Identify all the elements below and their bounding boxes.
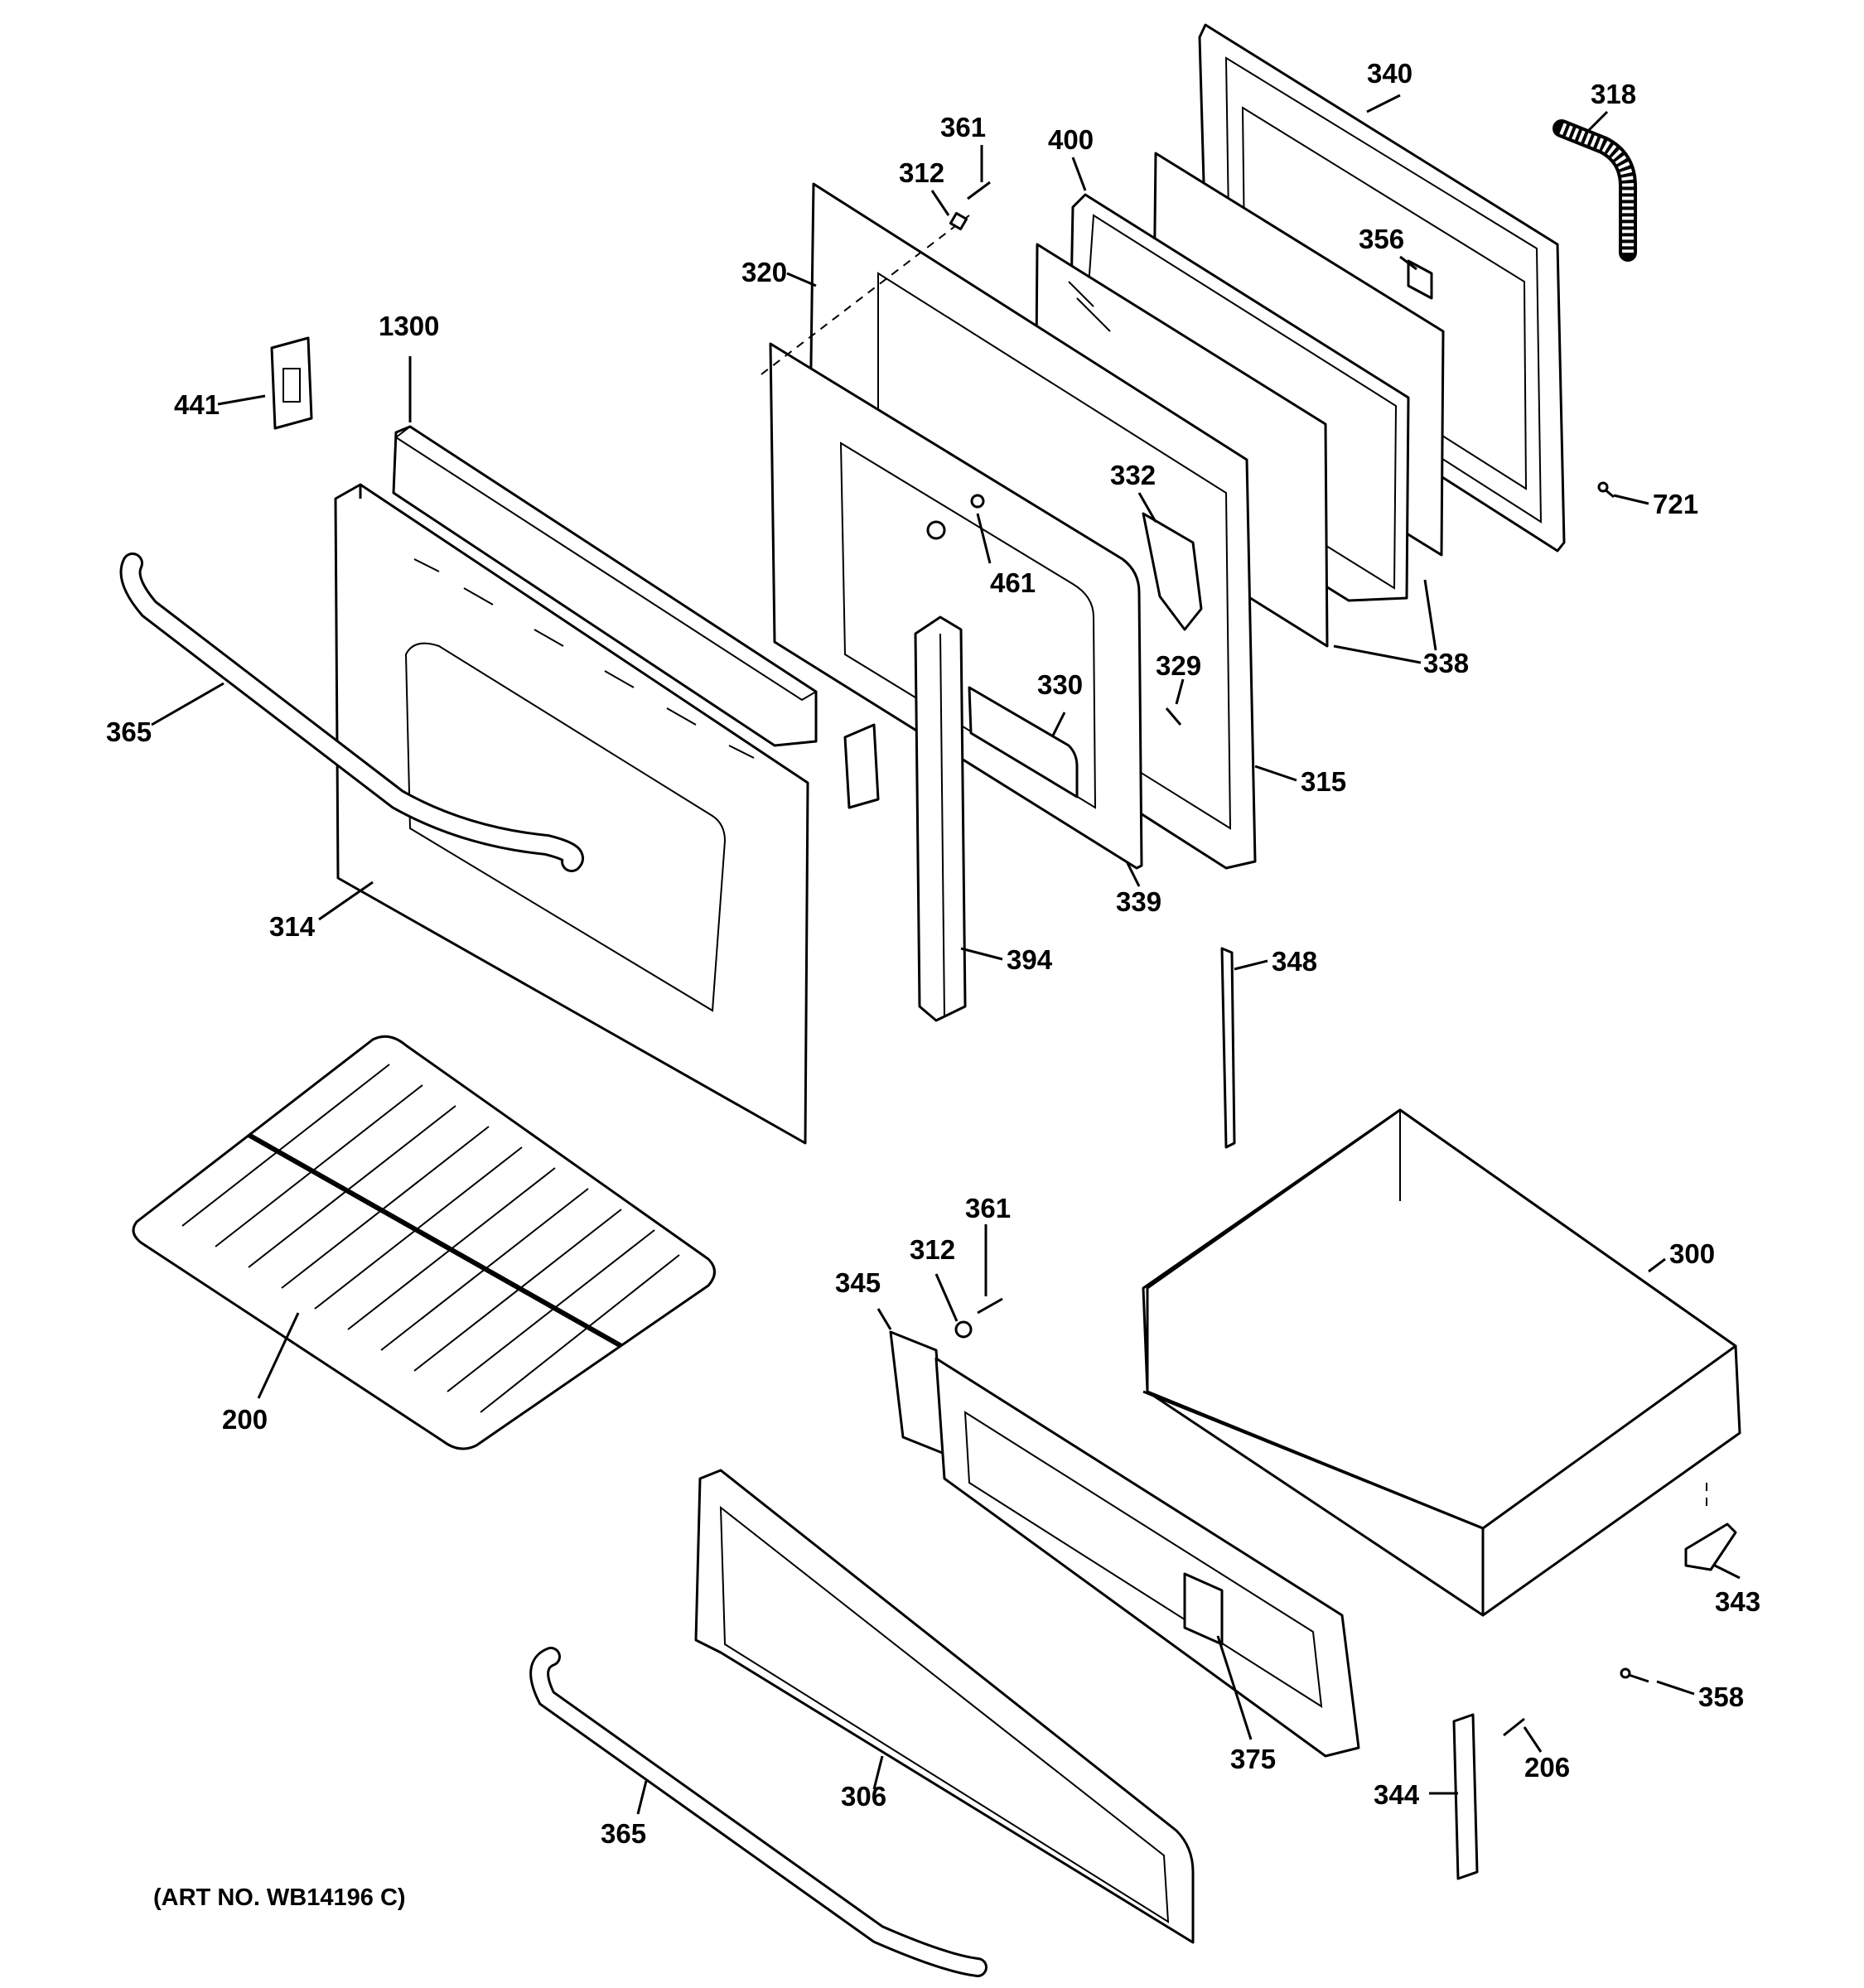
door-handle-365 — [119, 552, 584, 872]
hinge-356 — [1407, 259, 1433, 300]
storage-drawer-300 — [1142, 1108, 1741, 1617]
label-721: 721 — [1653, 489, 1698, 519]
label-461: 461 — [990, 567, 1036, 598]
label-315: 315 — [1301, 766, 1346, 797]
label-338: 338 — [1423, 648, 1469, 678]
latch-plate — [843, 723, 880, 809]
door-post-394 — [914, 615, 967, 1022]
label-343: 343 — [1715, 1586, 1760, 1617]
label-345: 345 — [835, 1267, 881, 1298]
screw-721 — [1597, 481, 1615, 499]
label-320: 320 — [741, 257, 787, 287]
screw-358 — [1620, 1667, 1649, 1683]
label-361-top: 361 — [940, 112, 986, 142]
label-312-top: 312 — [899, 157, 944, 188]
outer-door-panel-314 — [334, 483, 809, 1145]
label-318: 318 — [1591, 79, 1636, 109]
label-441: 441 — [174, 389, 220, 420]
screw-329 — [1165, 707, 1182, 726]
label-314: 314 — [269, 911, 316, 942]
label-312-bottom: 312 — [910, 1234, 955, 1265]
label-329: 329 — [1156, 650, 1201, 681]
label-356: 356 — [1359, 224, 1404, 254]
label-200: 200 — [222, 1404, 268, 1435]
label-365-top: 365 — [106, 717, 152, 747]
label-361-bottom: 361 — [965, 1193, 1011, 1223]
label-375: 375 — [1230, 1744, 1276, 1774]
drawer-handle-365 — [529, 1647, 988, 1977]
label-394: 394 — [1007, 944, 1053, 975]
label-206: 206 — [1524, 1752, 1570, 1783]
label-332: 332 — [1110, 460, 1156, 490]
oven-rack-200 — [132, 1035, 716, 1450]
drawer-rail-344 — [1452, 1713, 1479, 1880]
label-300: 300 — [1669, 1238, 1715, 1269]
leader-lines — [151, 94, 1741, 1815]
label-306: 306 — [841, 1781, 886, 1812]
vent-slot-330 — [968, 686, 1079, 799]
drawer-panel-306 — [694, 1469, 1195, 1944]
drawer-front-frame-345 — [889, 1330, 1360, 1758]
label-400: 400 — [1048, 124, 1094, 155]
label-365-bottom: 365 — [601, 1818, 646, 1849]
drawer-glide-343 — [1684, 1483, 1737, 1571]
label-330: 330 — [1037, 669, 1083, 700]
fastener-312-361-bottom — [954, 1297, 1003, 1339]
drawer-strip-348 — [1220, 947, 1236, 1149]
door-trim-1300 — [392, 425, 818, 747]
door-gasket-318 — [1553, 119, 1637, 262]
label-344: 344 — [1374, 1779, 1420, 1810]
label-1300: 1300 — [379, 311, 439, 341]
label-340: 340 — [1367, 58, 1412, 89]
label-339: 339 — [1116, 886, 1161, 917]
fastener-alignment-top — [757, 181, 991, 378]
label-358: 358 — [1698, 1682, 1744, 1712]
part-labels: 340 318 361 400 312 356 320 1300 441 332… — [106, 58, 1760, 1849]
door-bracket-332 — [1142, 512, 1203, 631]
screw-206 — [1503, 1717, 1525, 1737]
latch-441 — [270, 336, 313, 430]
label-348: 348 — [1272, 946, 1317, 977]
art-number-caption: (ART NO. WB14196 C) — [153, 1884, 406, 1911]
screw-461 — [926, 494, 985, 540]
